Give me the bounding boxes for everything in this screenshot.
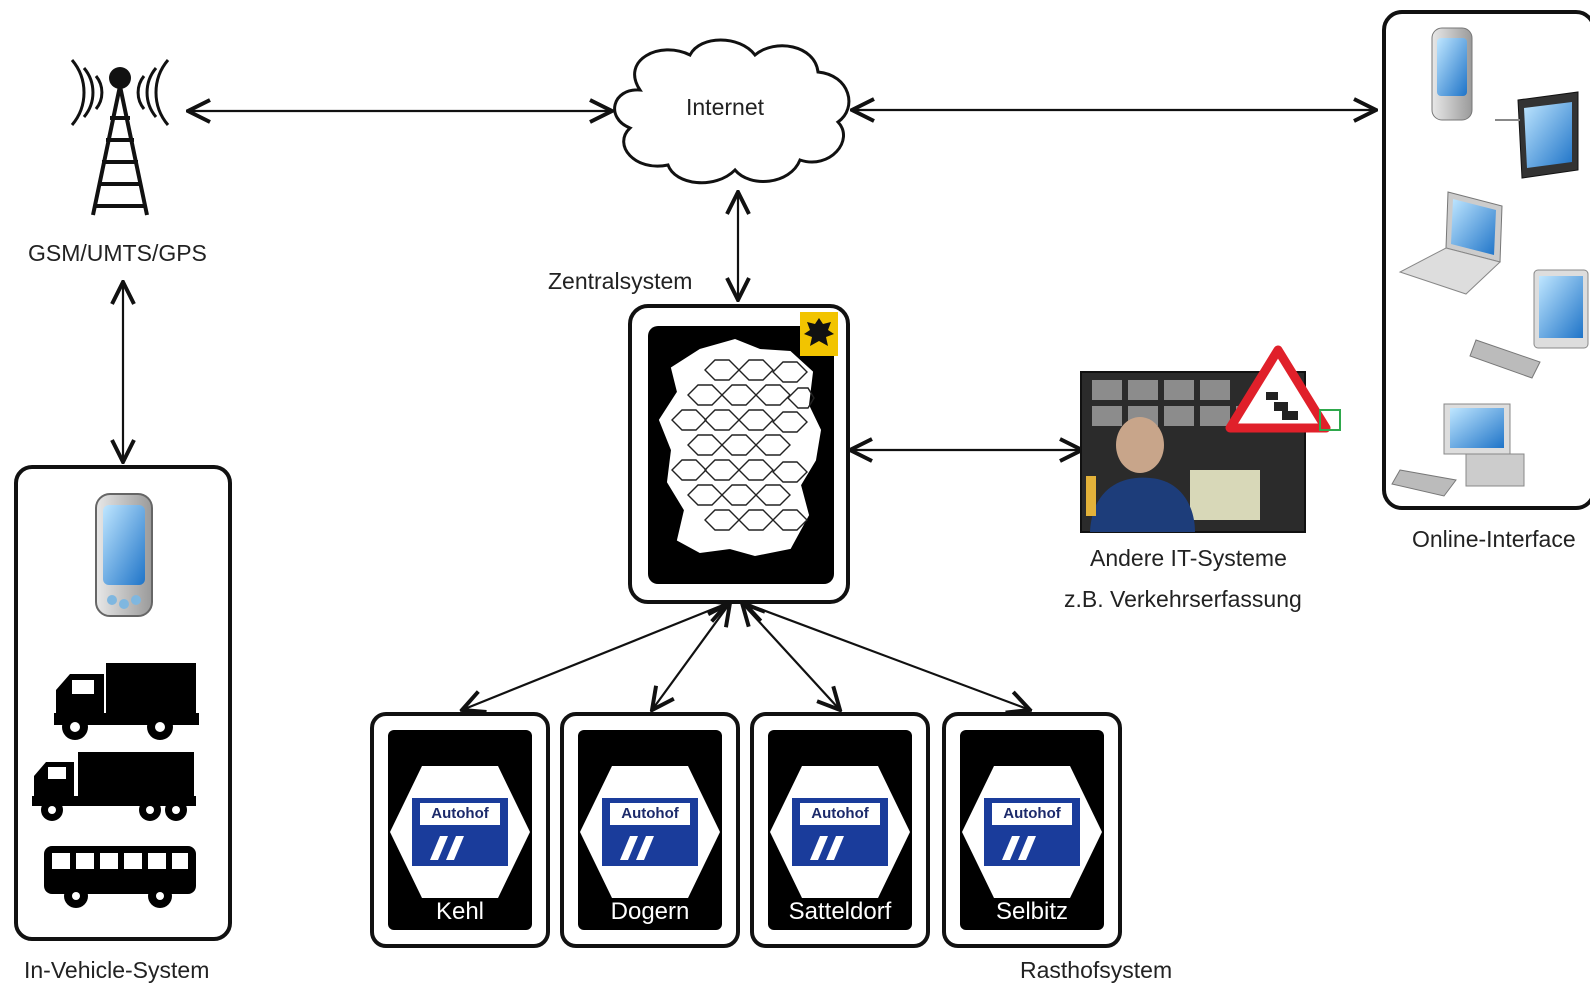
central-system-label: Zentralsystem xyxy=(548,268,693,294)
online-interface-box xyxy=(1382,10,1590,510)
cloud-icon xyxy=(613,38,851,185)
central-selbitz-link xyxy=(744,603,1030,710)
trailer-truck-icon xyxy=(32,752,196,821)
bus-icon xyxy=(44,846,196,908)
site-box-selbitz xyxy=(942,712,1122,948)
autohof-sign-text: Autohof xyxy=(621,805,679,822)
truck-icon xyxy=(54,663,199,740)
other-systems-label: Andere IT-Systeme xyxy=(1090,545,1287,571)
autohof-sign-icon xyxy=(580,766,720,898)
central-satteldorf-link xyxy=(742,603,840,710)
autohof-sign-text: Autohof xyxy=(1003,805,1061,822)
vehicle-system-box xyxy=(14,465,232,941)
site-label-selbitz: Selbitz xyxy=(995,898,1069,925)
autohof-sign-text: Autohof xyxy=(811,805,869,822)
site-box-satteldorf xyxy=(750,712,930,948)
rest-area-system-label: Rasthofsystem xyxy=(1020,957,1173,983)
central-dogern-link xyxy=(652,603,730,710)
central-kehl-link xyxy=(462,603,728,710)
autohof-sign-icon xyxy=(770,766,910,898)
central-system-box xyxy=(628,304,850,604)
warning-triangle-icon xyxy=(1225,345,1341,433)
connection-arrows xyxy=(123,110,1376,710)
online-interface-label: Online-Interface xyxy=(1412,526,1576,552)
site-label-dogern: Dogern xyxy=(610,898,690,925)
site-label-kehl: Kehl xyxy=(435,898,485,925)
laptop-icon xyxy=(1398,191,1503,295)
desktop-pc-icon xyxy=(1469,269,1589,379)
pda-icon xyxy=(1431,27,1473,121)
desktop-pc-icon xyxy=(1391,403,1525,497)
autohof-sign-text: Autohof xyxy=(431,805,489,822)
antenna-icon xyxy=(70,59,170,216)
autohof-sign-icon xyxy=(390,766,530,898)
autohof-sign-icon xyxy=(962,766,1102,898)
other-systems-example-label: z.B. Verkehrserfassung xyxy=(1064,586,1302,612)
site-box-kehl xyxy=(370,712,550,948)
federal-eagle-icon xyxy=(800,312,838,356)
germany-map-icon xyxy=(658,338,822,557)
antenna-label: GSM/UMTS/GPS xyxy=(28,240,207,266)
site-label-satteldorf: Satteldorf xyxy=(788,898,892,925)
tablet-icon xyxy=(1495,91,1579,179)
vehicle-system-label: In-Vehicle-System xyxy=(24,957,210,983)
site-box-dogern xyxy=(560,712,740,948)
pda-icon xyxy=(95,493,153,617)
internet-label: Internet xyxy=(686,94,764,120)
